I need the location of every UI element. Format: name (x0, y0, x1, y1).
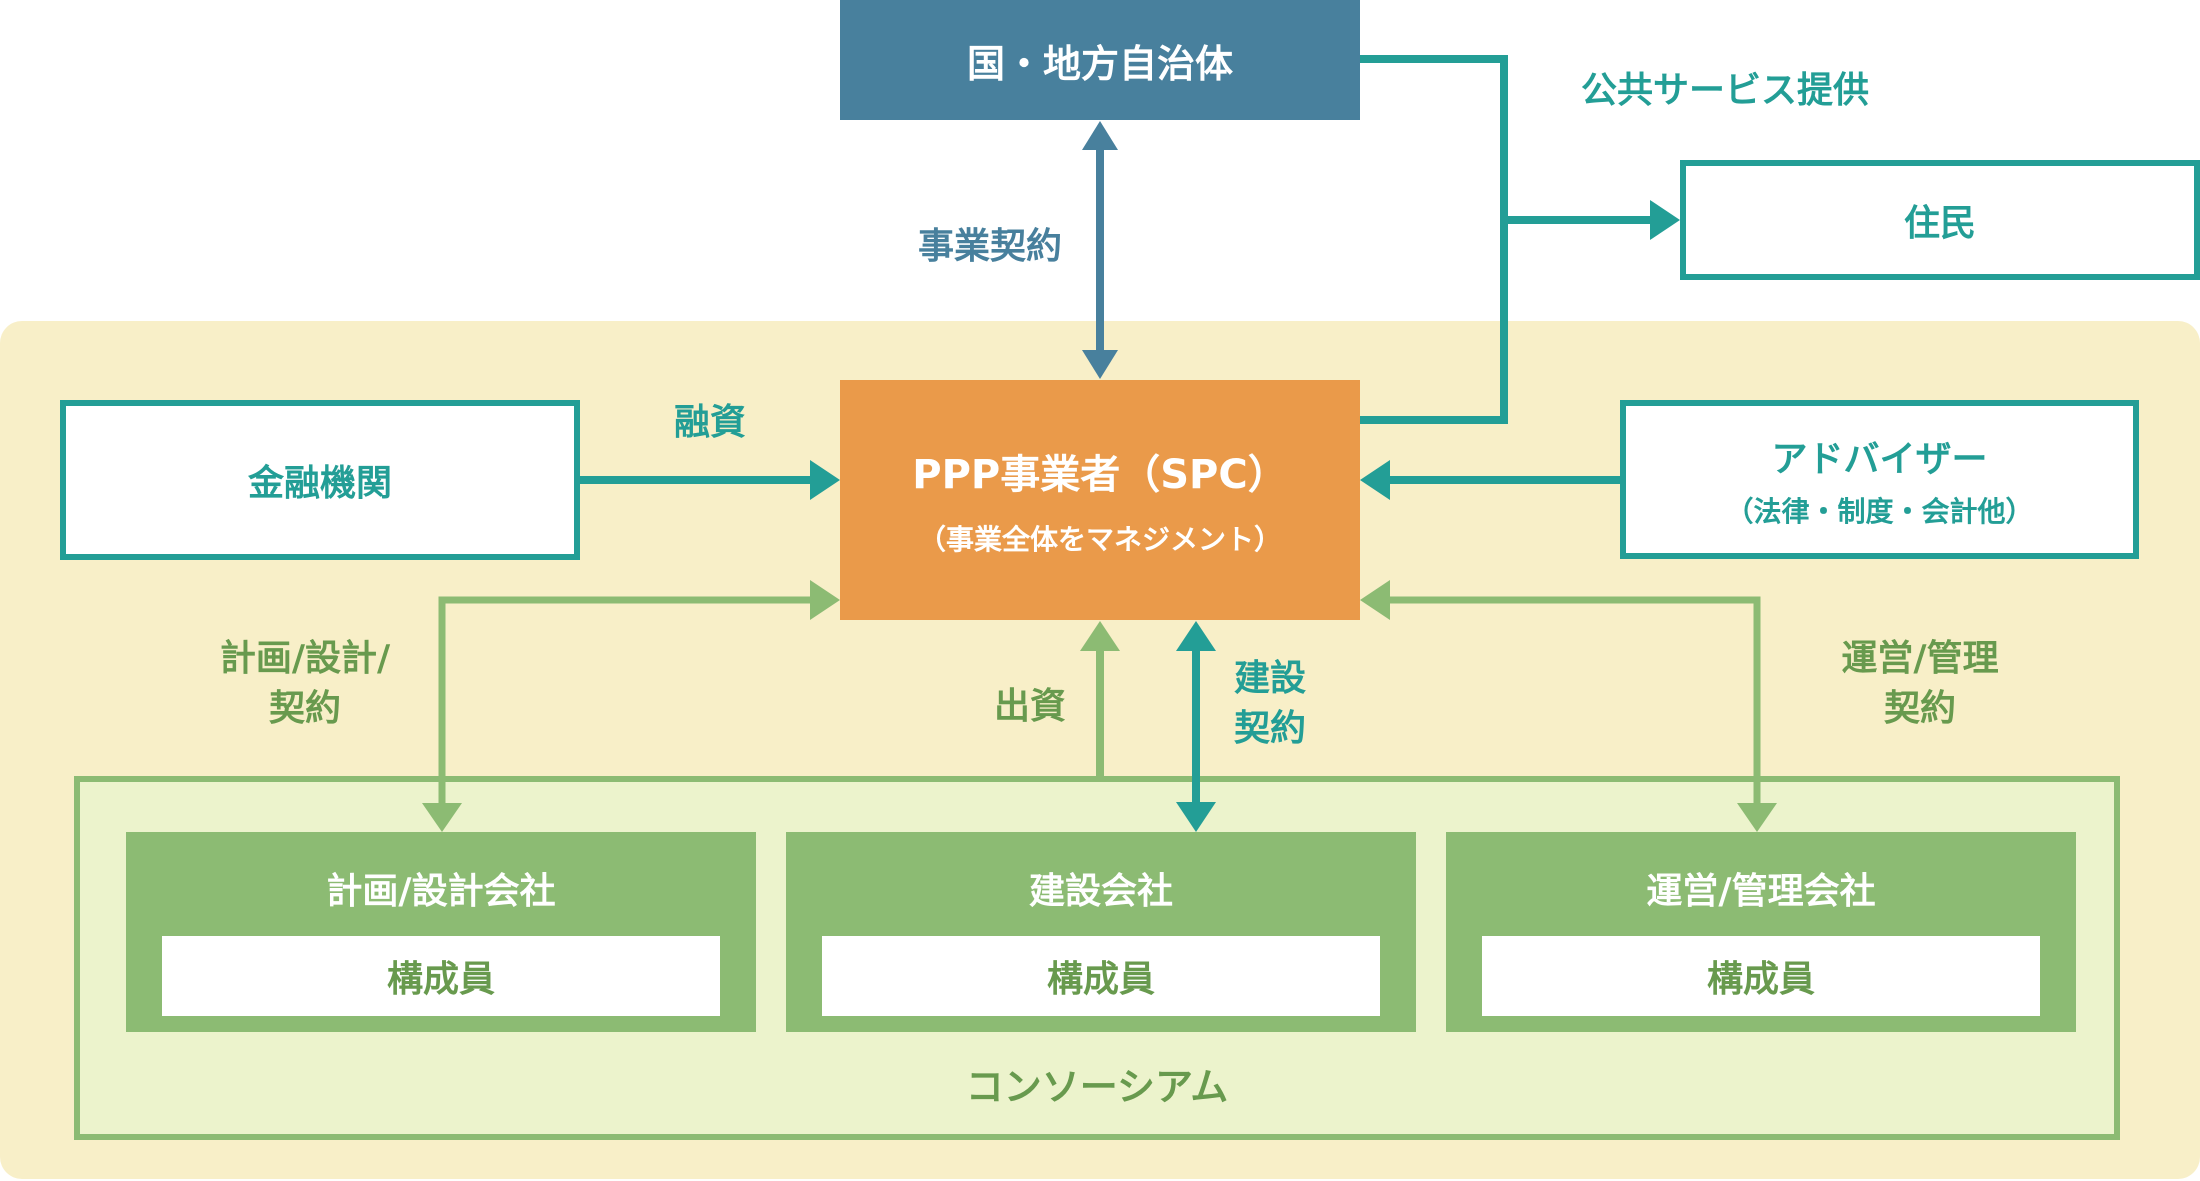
plan-contract-label-line2: 契約 (268, 688, 341, 730)
residents-label: 住民 (1903, 203, 1976, 244)
member-badge: 構成員 (162, 936, 720, 1016)
operation-contract-label-line2: 契約 (1883, 688, 1956, 730)
spc-title: PPP事業者（SPC） (912, 452, 1288, 498)
loan-label: 融資 (673, 402, 746, 443)
construction-contract-label: 建設 契約 (1225, 654, 1315, 755)
company-name: 運営/管理会社 (1646, 871, 1876, 912)
advisor-subtitle: （法律・制度・会計他） (1725, 494, 2034, 528)
company-name: 建設会社 (1028, 871, 1173, 912)
business-contract-label: 事業契約 (917, 226, 1062, 267)
operation-contract-label-line1: 運営/管理 (1841, 638, 1999, 679)
residents-node[interactable]: 住民 (1680, 160, 2200, 280)
construction-contract-arrow (1176, 621, 1216, 832)
advisor-node[interactable]: アドバイザー （法律・制度・会計他） (1620, 400, 2139, 559)
loan-arrow (580, 460, 840, 500)
member-badge: 構成員 (822, 936, 1380, 1016)
government-node[interactable]: 国・地方自治体 (840, 0, 1360, 120)
construction-contract-label-line2: 契約 (1233, 708, 1306, 750)
investment-label: 出資 (993, 686, 1066, 727)
public-service-connector (1360, 55, 1680, 424)
plan-contract-label: 計画/設計/ 契約 (180, 634, 430, 735)
public-service-label: 公共サービス提供 (1580, 70, 1869, 111)
investment-arrow (1080, 621, 1120, 782)
construction-contract-label-line1: 建設 (1233, 658, 1306, 699)
government-label: 国・地方自治体 (966, 41, 1233, 86)
plan-contract-label-line1: 計画/設計/ (219, 638, 391, 679)
spc-subtitle: （事業全体をマネジメント） (917, 523, 1282, 556)
finance-node[interactable]: 金融機関 (60, 400, 580, 560)
arrowhead-icon (1650, 200, 1680, 240)
finance-label: 金融機関 (247, 463, 392, 504)
advisor-title: アドバイザー (1771, 438, 1988, 480)
business-contract-arrow (1082, 121, 1118, 379)
company-plan-design[interactable]: 計画/設計会社 構成員 (126, 832, 756, 1032)
operation-contract-arrow (1360, 580, 1777, 832)
spc-node[interactable]: PPP事業者（SPC） （事業全体をマネジメント） (840, 380, 1360, 620)
advisor-arrow (1360, 460, 1620, 500)
company-operation[interactable]: 運営/管理会社 構成員 (1446, 832, 2076, 1032)
consortium-label: コンソーシアム (965, 1065, 1229, 1109)
member-badge: 構成員 (1482, 936, 2040, 1016)
operation-contract-label: 運営/管理 契約 (1810, 634, 2030, 735)
company-name: 計画/設計会社 (326, 871, 556, 912)
plan-contract-arrow (422, 580, 840, 832)
company-construction[interactable]: 建設会社 構成員 (786, 832, 1416, 1032)
